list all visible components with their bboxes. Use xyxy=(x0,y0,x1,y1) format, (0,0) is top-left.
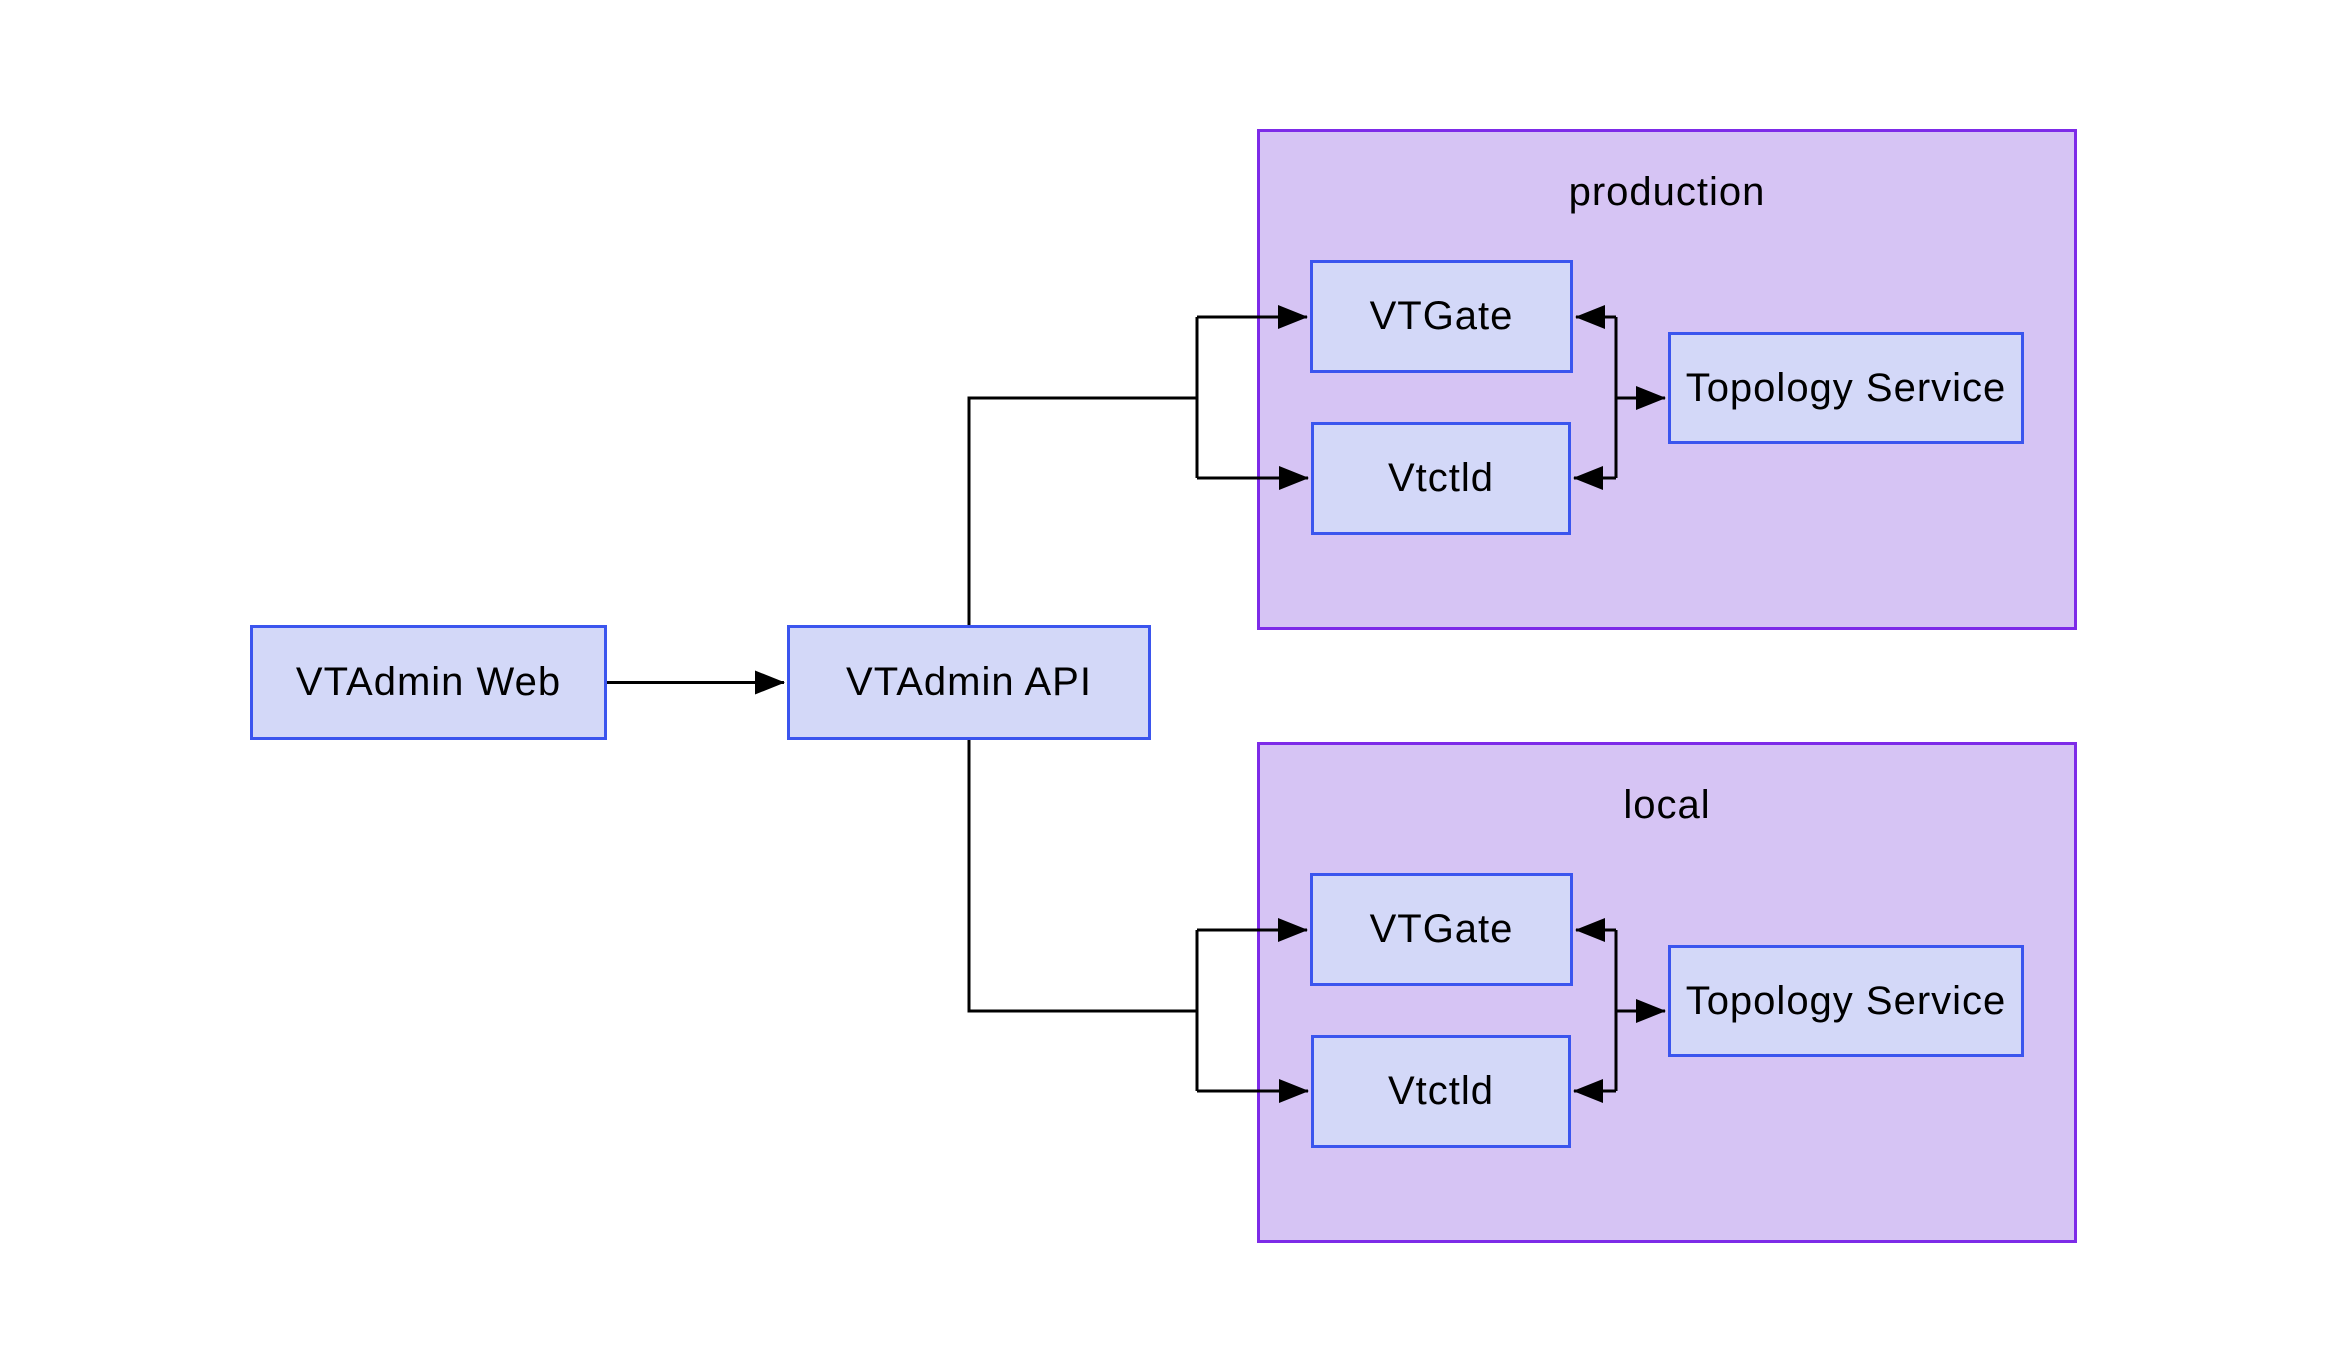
node-vtadmin-web: VTAdmin Web xyxy=(250,625,607,740)
node-local-topology-service: Topology Service xyxy=(1668,945,2024,1057)
node-local-vtctld-label: Vtctld xyxy=(1387,1069,1495,1113)
node-vtadmin-web-label: VTAdmin Web xyxy=(295,660,562,704)
node-local-vtctld: Vtctld xyxy=(1311,1035,1571,1148)
cluster-production-label: production xyxy=(1568,170,1766,214)
node-production-topology-service: Topology Service xyxy=(1668,332,2024,444)
cluster-local-label: local xyxy=(1623,783,1711,827)
node-production-vtgate-label: VTGate xyxy=(1369,294,1514,338)
node-vtadmin-api: VTAdmin API xyxy=(787,625,1151,740)
node-production-vtctld: Vtctld xyxy=(1311,422,1571,535)
node-vtadmin-api-label: VTAdmin API xyxy=(846,660,1092,704)
node-production-vtctld-label: Vtctld xyxy=(1387,456,1495,500)
node-production-vtgate: VTGate xyxy=(1310,260,1573,373)
node-local-vtgate: VTGate xyxy=(1310,873,1573,986)
node-local-topology-service-label: Topology Service xyxy=(1685,978,2007,1023)
node-production-topology-service-label: Topology Service xyxy=(1685,365,2007,410)
edge-api-to-local-trunk xyxy=(967,740,1197,1013)
edge-api-to-production-trunk xyxy=(967,396,1197,625)
node-local-vtgate-label: VTGate xyxy=(1369,907,1514,951)
